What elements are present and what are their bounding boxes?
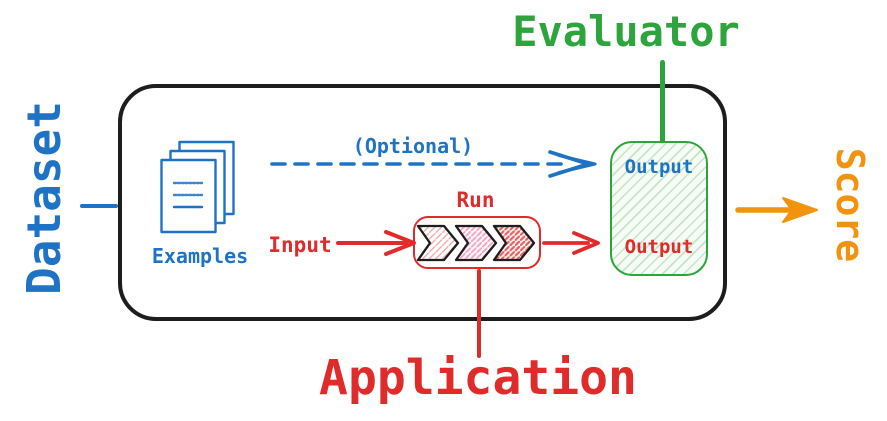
pipeline-chevron-3 (492, 224, 536, 261)
document-text-lines (172, 181, 204, 209)
triple-chevron-right-icon (416, 224, 536, 261)
dataset-label: Dataset (17, 101, 71, 295)
evaluator-output-box (610, 141, 708, 276)
application-connector-line (477, 269, 481, 358)
application-label: Application (319, 350, 637, 406)
experiment-container-box (118, 84, 727, 321)
pipeline-chevron-1 (416, 224, 460, 261)
evaluator-label: Evaluator (512, 7, 740, 56)
run-output-arrow-right-icon (542, 231, 600, 255)
examples-label: Examples (151, 244, 249, 268)
run-label: Run (456, 188, 495, 212)
score-label: Score (828, 147, 872, 263)
dashed-arrow-right-icon (270, 150, 597, 178)
pipeline-chevron-2 (454, 224, 498, 261)
run-box (413, 216, 541, 269)
dataset-connector-line (80, 204, 118, 208)
optional-label: (Optional) (352, 134, 474, 158)
input-arrow-right-icon (336, 230, 416, 256)
score-arrow-right-icon (735, 197, 818, 223)
document-page-front (160, 158, 217, 234)
stacked-documents-icon (160, 140, 235, 234)
evaluator-connector-line (660, 60, 665, 144)
output-evaluator-label: Output (624, 156, 694, 178)
output-application-label: Output (624, 236, 694, 258)
input-label: Input (268, 233, 332, 257)
